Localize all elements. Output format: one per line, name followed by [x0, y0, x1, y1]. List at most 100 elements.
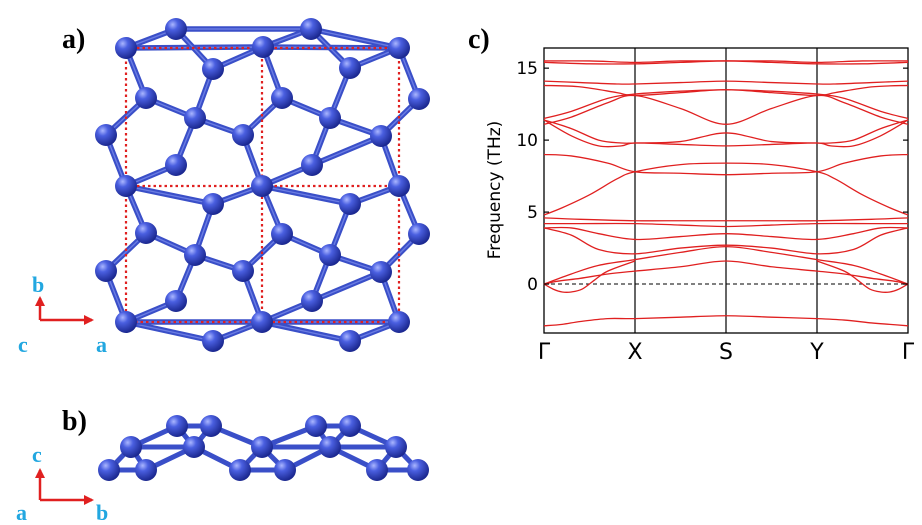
phonon-band — [543, 226, 909, 241]
phonon-band — [544, 222, 908, 228]
atom — [319, 107, 341, 129]
side-atom — [407, 459, 429, 481]
atom — [202, 193, 224, 215]
atom — [339, 57, 361, 79]
axis-label-origin: c — [18, 332, 28, 357]
x-tick-label: S — [719, 340, 733, 365]
atom — [252, 36, 274, 58]
panel-label-a: a) — [62, 24, 86, 55]
y-axis-label: Frequency (THz) — [485, 121, 505, 260]
phonon-band — [543, 119, 909, 144]
side-axis-label-origin: a — [16, 500, 27, 525]
side-atom — [319, 436, 341, 458]
atom — [184, 107, 206, 129]
y-tick-label: 15 — [516, 59, 538, 79]
x-tick-label: Y — [809, 340, 824, 365]
atom — [251, 311, 273, 333]
side-atom — [305, 415, 327, 437]
atom — [300, 18, 322, 40]
phonon-band — [543, 260, 909, 285]
y-ticks: 0 5 10 15 — [516, 59, 908, 295]
y-tick-label: 0 — [527, 275, 538, 295]
panel-label-c: c) — [468, 24, 490, 55]
phonon-band — [543, 94, 909, 125]
atom — [339, 330, 361, 352]
atom — [232, 124, 254, 146]
side-atom — [274, 459, 296, 481]
side-axis-label-vertical: c — [32, 442, 42, 467]
atom — [115, 37, 137, 59]
atom — [408, 88, 430, 110]
side-axis-label-horizontal: b — [96, 500, 108, 525]
side-atom-layer — [98, 415, 429, 481]
phonon-band — [543, 84, 909, 97]
bond-highlight — [125, 185, 214, 205]
side-atom — [200, 415, 222, 437]
atom — [95, 260, 117, 282]
phonon-band — [543, 162, 909, 216]
atom — [232, 260, 254, 282]
atom — [370, 125, 392, 147]
atom — [339, 193, 361, 215]
axis-triad-top: b a c — [18, 272, 107, 357]
atom — [135, 222, 157, 244]
phonon-band — [543, 245, 909, 285]
atom — [319, 244, 341, 266]
panel-label-b: b) — [62, 406, 87, 437]
kpoint-separators — [634, 48, 818, 333]
phonon-band — [543, 60, 909, 64]
bond-highlight — [311, 135, 382, 166]
phonon-band — [543, 260, 636, 293]
phonon-band — [543, 80, 909, 85]
atom — [388, 37, 410, 59]
side-atom — [339, 415, 361, 437]
structure-side-view — [98, 415, 429, 481]
side-atom — [366, 459, 388, 481]
atom — [95, 124, 117, 146]
bond-highlight — [310, 28, 400, 49]
atom — [251, 175, 273, 197]
side-atom — [183, 436, 205, 458]
bond-highlight — [261, 185, 351, 205]
phonon-band — [816, 260, 909, 293]
atom — [115, 175, 137, 197]
phonon-band — [543, 217, 909, 222]
atom — [388, 311, 410, 333]
side-atom — [98, 459, 120, 481]
bond-highlight — [125, 321, 214, 342]
atom — [370, 261, 392, 283]
bond-highlight — [311, 271, 382, 302]
x-tick-label: X — [627, 340, 642, 365]
side-atom — [251, 436, 273, 458]
atom — [388, 175, 410, 197]
atom — [408, 223, 430, 245]
atom — [184, 244, 206, 266]
side-atom — [166, 415, 188, 437]
side-atom — [120, 436, 142, 458]
x-tick-label: Γ — [902, 340, 915, 365]
atom — [271, 87, 293, 109]
y-tick-label: 10 — [516, 131, 538, 151]
atom-layer — [95, 18, 430, 352]
atom — [301, 154, 323, 176]
x-tick-label: Γ — [538, 340, 551, 365]
phonon-band-chart: 0 5 10 15 Γ X S Y Γ Frequency (THz) — [485, 47, 915, 365]
atom — [135, 87, 157, 109]
atom — [202, 58, 224, 80]
y-tick-label: 5 — [527, 203, 538, 223]
atom — [115, 311, 137, 333]
side-atom — [229, 459, 251, 481]
phonon-band — [543, 315, 909, 327]
axis-label-horizontal: a — [96, 332, 107, 357]
side-atom — [385, 436, 407, 458]
atom — [202, 330, 224, 352]
axis-label-vertical: b — [32, 272, 44, 297]
axis-triad-side: c b a — [16, 442, 108, 525]
phonon-band — [543, 119, 909, 148]
phonon-band — [543, 227, 909, 255]
atom — [165, 18, 187, 40]
atom — [271, 223, 293, 245]
structure-top-view — [95, 18, 430, 352]
